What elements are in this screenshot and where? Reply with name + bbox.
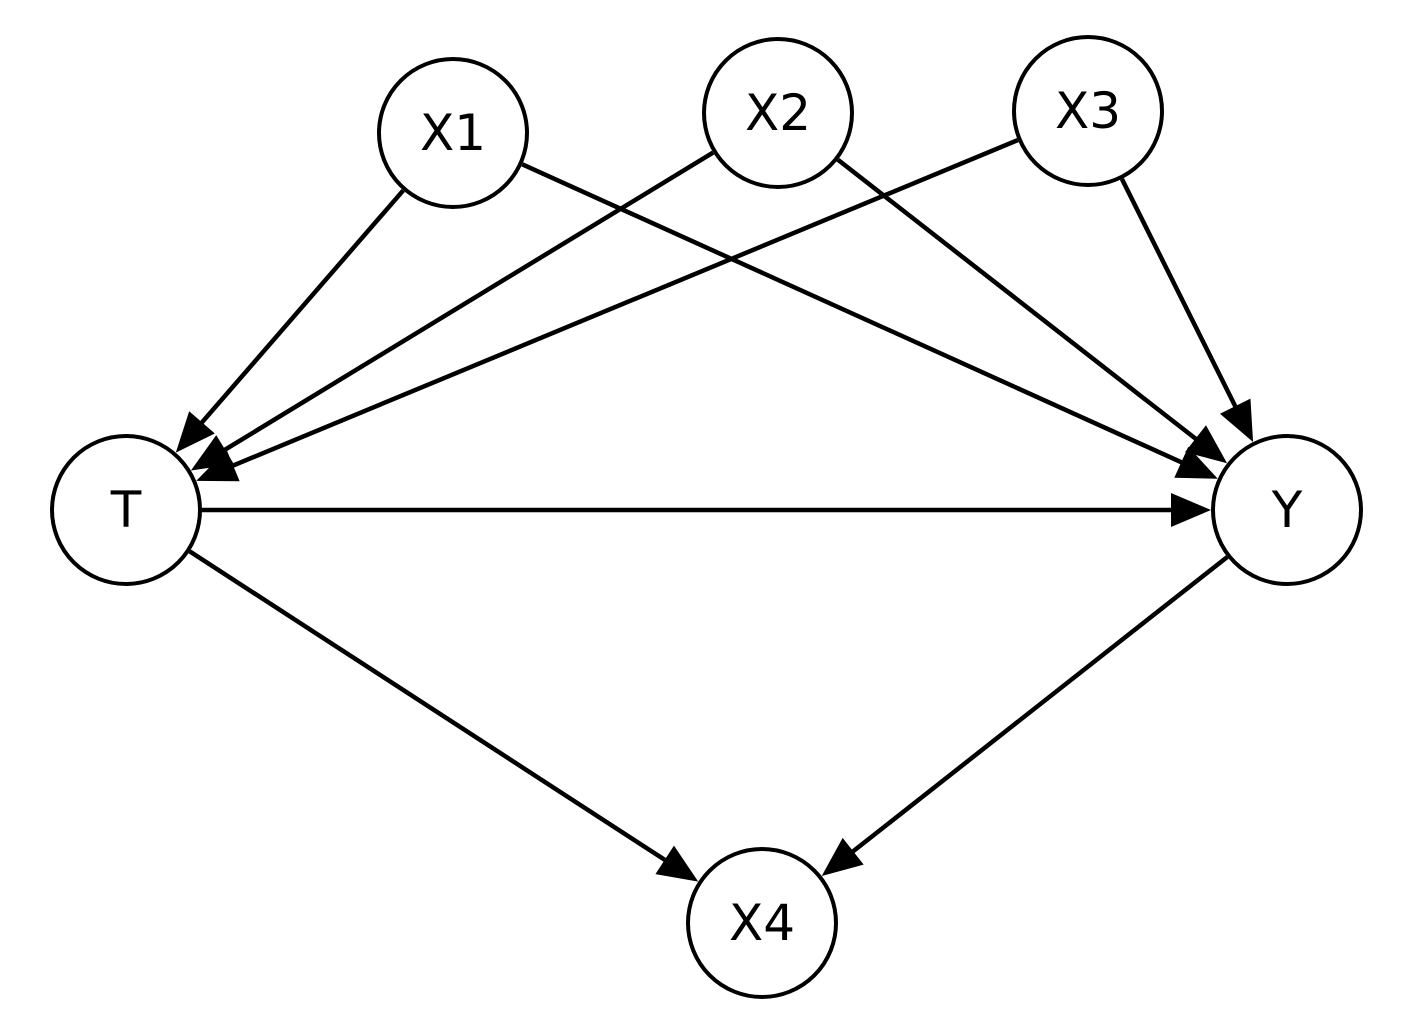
- edge-x1-to-t-line: [198, 188, 405, 426]
- edge-x3-to-t: [196, 138, 1019, 482]
- edge-t-to-y-arrowhead: [1171, 493, 1211, 527]
- nodes: X1 X2 X3 T Y X4: [50, 35, 1363, 999]
- edge-x1-to-y-arrowhead: [1174, 446, 1218, 479]
- node-t: T: [50, 434, 202, 586]
- edges: [175, 138, 1254, 882]
- edge-x3-to-y-arrowhead: [1220, 398, 1254, 442]
- node-t-circle: [50, 434, 202, 586]
- edge-x3-to-t-line: [230, 138, 1019, 469]
- edge-x3-to-y-line: [1119, 178, 1239, 409]
- edge-y-to-x4-arrowhead: [821, 837, 864, 877]
- edge-x2-to-y-line: [836, 157, 1199, 442]
- edge-x2-to-t-line: [222, 150, 715, 453]
- edge-x1-to-y: [521, 162, 1218, 479]
- node-x4: X4: [686, 847, 838, 999]
- node-x3-label: X3: [1055, 82, 1121, 140]
- node-x4-circle: [686, 847, 838, 999]
- node-x2-circle: [702, 37, 854, 189]
- node-y-circle: [1211, 434, 1363, 586]
- edge-x3-to-y: [1119, 178, 1254, 442]
- edge-x1-to-t: [175, 188, 405, 453]
- node-x2-label: X2: [745, 84, 811, 142]
- edge-t-to-x4-arrowhead: [655, 845, 699, 882]
- edge-x1-to-t-arrowhead: [175, 411, 215, 453]
- node-t-label: T: [110, 481, 142, 539]
- edge-x2-to-y-arrowhead: [1185, 425, 1228, 464]
- edge-y-to-x4: [821, 555, 1229, 877]
- edge-t-to-x4-line: [188, 549, 668, 863]
- node-x3-circle: [1012, 35, 1164, 187]
- node-y-label: Y: [1271, 481, 1303, 539]
- edge-t-to-y: [202, 493, 1211, 527]
- node-y: Y: [1211, 434, 1363, 586]
- node-x2: X2: [702, 37, 854, 189]
- edge-y-to-x4-line: [850, 555, 1229, 855]
- node-x1-circle: [377, 57, 529, 209]
- edge-x3-to-t-arrowhead: [196, 449, 240, 482]
- node-x3: X3: [1012, 35, 1164, 187]
- edge-t-to-x4: [188, 549, 699, 882]
- node-x1: X1: [377, 57, 529, 209]
- node-x1-label: X1: [420, 104, 486, 162]
- edge-x1-to-y-line: [521, 162, 1185, 466]
- node-x4-label: X4: [729, 894, 795, 952]
- edge-x2-to-y: [836, 157, 1228, 464]
